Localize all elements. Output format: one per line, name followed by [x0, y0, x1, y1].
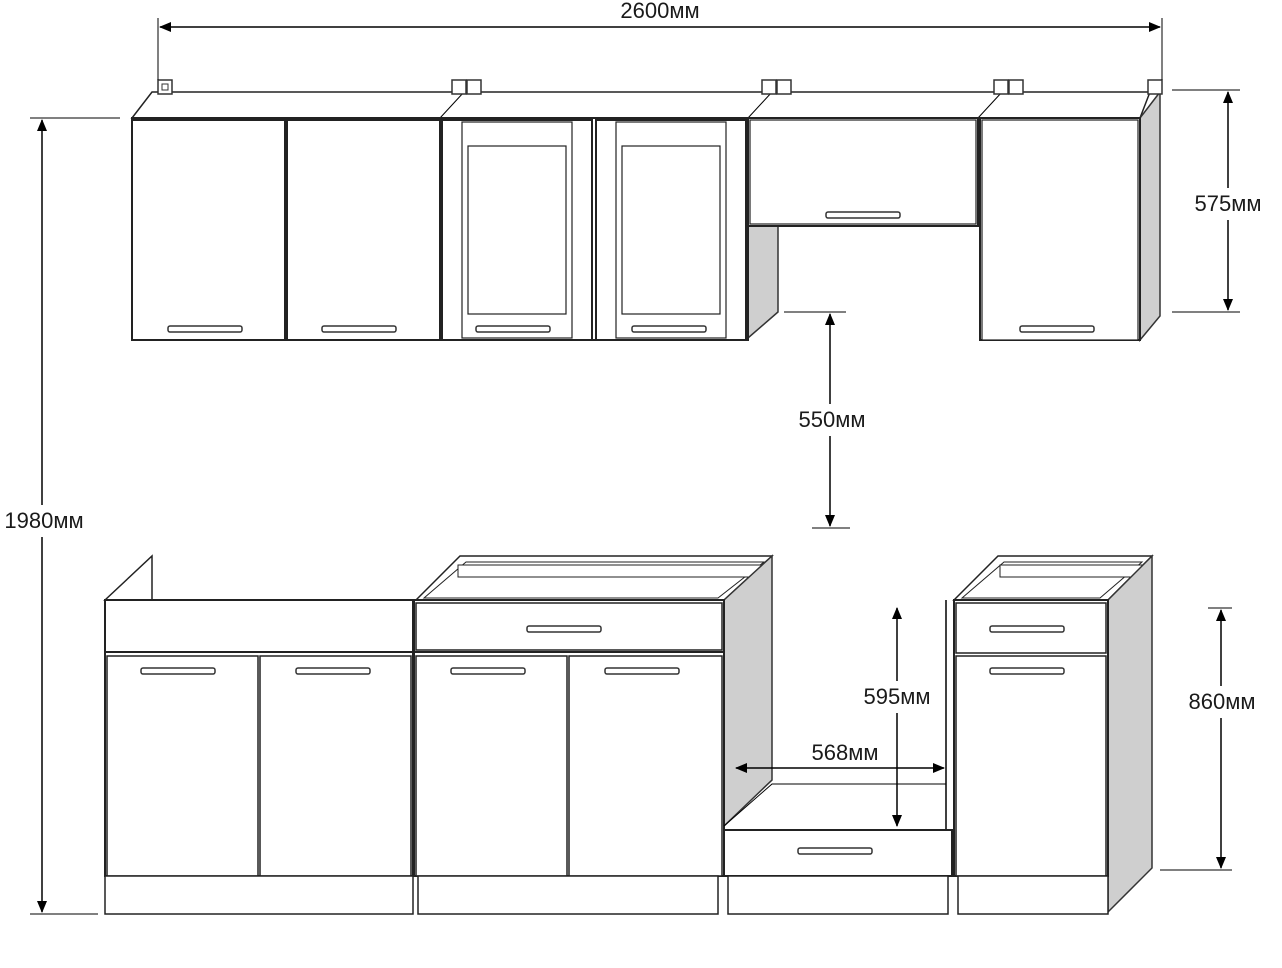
wall-cabinets [130, 79, 1163, 343]
dim-label-total-height: 1980мм [4, 508, 83, 533]
dim-base-cabinet-height: 860мм [1160, 607, 1266, 871]
dim-label-oven-niche-width: 568мм [812, 740, 879, 765]
dim-total-height: 1980мм [0, 117, 120, 915]
dim-label-total-width: 2600мм [620, 0, 699, 23]
base-cabinets [103, 554, 1154, 915]
dim-oven-niche-height: 595мм [856, 607, 938, 827]
dim-gap-height: 550мм [784, 311, 874, 529]
wall-hood-cabinet [747, 117, 979, 227]
wall-door-2 [286, 119, 441, 341]
wall-glass-door-2 [595, 119, 747, 341]
dim-label-wall-cabinet-height: 575мм [1195, 191, 1262, 216]
wall-door-right [979, 117, 1141, 341]
dim-label-base-cabinet-height: 860мм [1189, 689, 1256, 714]
wall-glass-door-1 [441, 119, 593, 341]
dim-total-width: 2600мм [157, 0, 1163, 80]
dim-label-gap-height: 550мм [799, 407, 866, 432]
dim-wall-cabinet-height: 575мм [1172, 89, 1278, 313]
wall-door-1 [131, 119, 286, 341]
right-base-cabinet [952, 554, 1154, 915]
hanging-hooks [157, 79, 1163, 95]
drawer-door-base-cabinet [413, 554, 774, 915]
oven-cabinet [723, 600, 953, 915]
sink-base-cabinet [103, 554, 414, 915]
dim-oven-niche-width: 568мм [735, 740, 945, 773]
dim-label-oven-niche-height: 595мм [864, 684, 931, 709]
